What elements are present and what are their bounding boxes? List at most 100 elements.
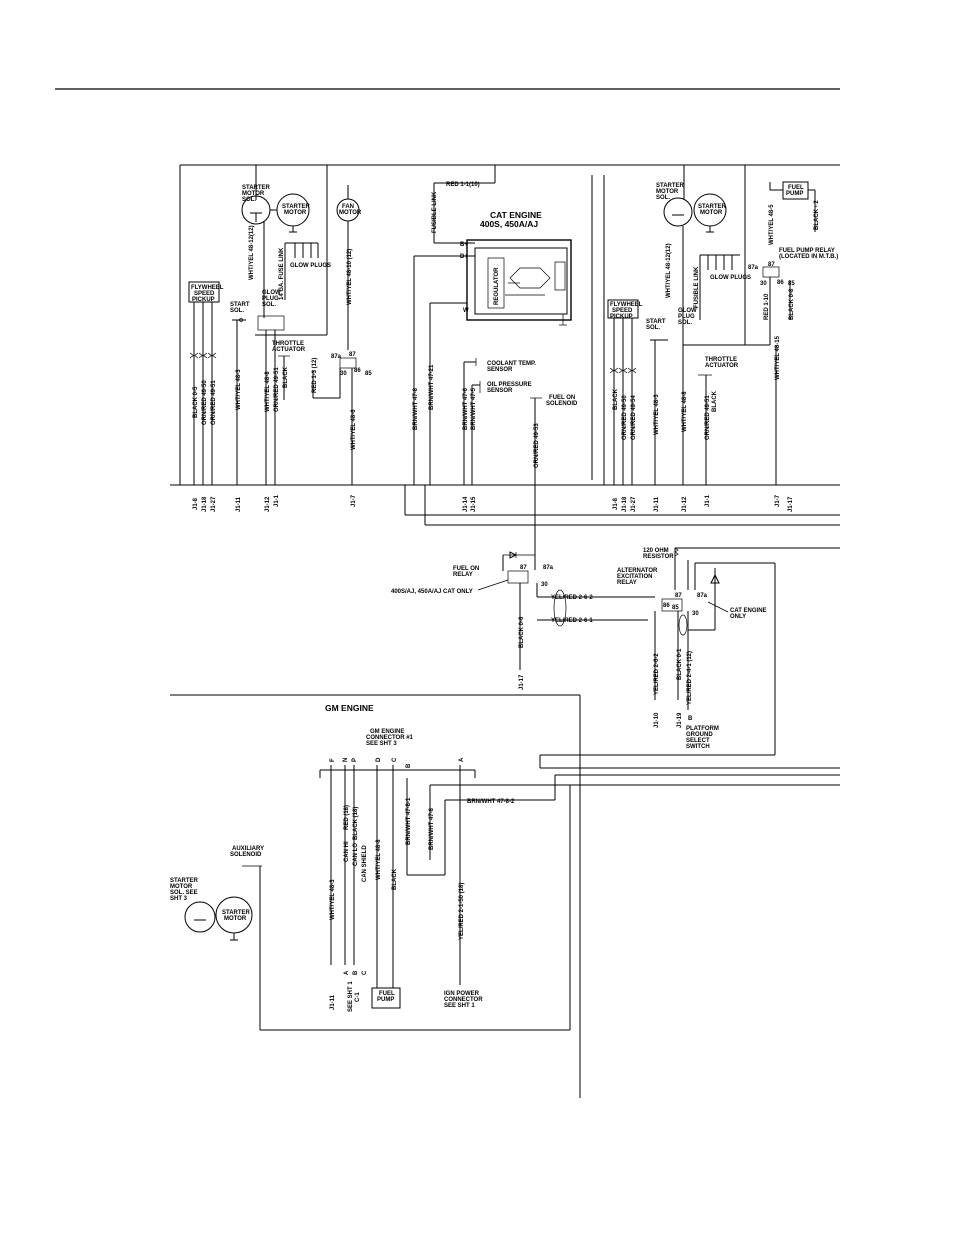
wire-48-3-left: WHT/YEL 48-3	[236, 369, 242, 410]
wire-orn-49-51b: ORN/RED 49-51	[274, 367, 280, 412]
wire-orn-49-50: ORN/RED 49-50	[202, 380, 208, 425]
yel-red-2-6-2b: YEL/RED 2-6-2	[654, 653, 660, 695]
alt-relay-pin-87a: 87a	[697, 593, 708, 599]
gm-abc-b: B	[353, 970, 359, 975]
gm-pin-p: P	[352, 758, 358, 762]
gm-black-18: BLACK (18)	[353, 807, 359, 840]
wire-48-6: WHT/YEL 48-6	[351, 409, 357, 450]
wire-black-left: BLACK	[283, 366, 289, 388]
gm-pin-a: A	[459, 757, 465, 762]
gm-wht-48-3: WHT/YEL 48-3	[330, 879, 336, 920]
relay-pin-87a-right: 87a	[748, 265, 759, 271]
brn-47-8-cat: BRN/WHT 47-8	[413, 387, 419, 430]
relay-pin-87a-left: 87a	[331, 354, 342, 360]
j-pin-right-2: J1-18	[622, 496, 628, 512]
wire-48-3-right: WHT/YEL 48-3	[654, 394, 660, 435]
fuel-relay-pin-87a: 87a	[543, 565, 554, 571]
terminal-b-platform: B	[688, 716, 693, 722]
wire-48-12-right: WHT/YEL 48-12(12)	[666, 243, 672, 298]
j-pin-cat-1: J1-14	[463, 496, 469, 512]
terminal-d-cat: D+	[460, 254, 468, 260]
fusible-link-cat: FUSIBLE LINK	[432, 191, 438, 233]
j-pin-left-7: J1-7	[351, 494, 357, 507]
gm-title: GM ENGINE	[325, 703, 374, 713]
fuel-relay-pin-30: 30	[541, 582, 548, 588]
alt-relay-pin-86: 86	[663, 603, 670, 609]
wire-48-10: WHT/YEL 48-10 (12)	[347, 249, 353, 305]
j-pin-left-3: J1-27	[211, 496, 217, 512]
gm-wht-48-8: WHT/YEL 48-8	[376, 839, 382, 880]
fuel-pump-relay-label: FUEL PUMP RELAY(LOCATED IN M.T.B.)	[779, 248, 838, 260]
alt-relay-pin-87: 87	[675, 593, 682, 599]
wire-48-8-left: WHT/YEL 48-8	[265, 371, 271, 412]
wire-black-right: BLACK	[613, 388, 619, 410]
relay-pin-87-left: 87	[349, 352, 356, 358]
gm-black: BLACK	[392, 868, 398, 890]
relay-pin-85-right: 85	[788, 281, 795, 287]
gm-pin-n: N	[343, 758, 349, 762]
alt-relay-pin-30: 30	[692, 611, 699, 617]
gm-can-hi: CAN HI	[344, 841, 350, 862]
wire-red-1-10: RED 1-10	[764, 293, 770, 320]
yel-red-2-4-1: YEL/RED 2-4-1 (12)	[687, 651, 693, 705]
coolant-sensor: COOLANT TEMP.SENSOR	[463, 358, 536, 485]
regulator-box: REGULATOR B+ D+ W	[414, 239, 572, 326]
gm-brn-47-8: BRN/WHT 47-8	[429, 807, 435, 850]
j-pin-right-3: J1-27	[631, 496, 637, 512]
j-pin-right-4: J1-11	[654, 496, 660, 512]
gm-can-lo: CAN LO	[353, 843, 359, 866]
gm-can-shield: CAN SHIELD	[362, 845, 368, 882]
orn-49-53: ORN/RED 49-53	[534, 423, 540, 468]
relay-pin-85-left: 85	[365, 371, 372, 377]
gm-yel-red-2-1-50: YEL/RED 2-1-50 (18)	[459, 883, 465, 940]
gm-brn-47-8-2: BRN/WHT 47-8-2	[467, 799, 515, 805]
brn-47-21: BRN/WHT 47-21	[429, 364, 435, 410]
wire-48-8-right: WHT/YEL 48-8	[682, 391, 688, 432]
j-pin-right-7: J1-7	[775, 494, 781, 507]
wire-48-15: WHT/YEL 48-15	[775, 335, 781, 380]
relay-pin-87-right: 87	[768, 262, 775, 268]
j-pin-right-6: J1-1	[705, 494, 711, 507]
fuel-relay-pin-87: 87	[520, 565, 527, 571]
j1-17-mid: J1-17	[519, 674, 525, 690]
j1-10: J1-10	[654, 712, 660, 728]
brn-47-6: BRN/WHT 47-6	[463, 387, 469, 430]
gm-pin-c: C	[392, 757, 398, 762]
wire-red-1-3: RED 1-3 (12)	[312, 358, 318, 393]
wire-orn-49-51-right: ORN/RED 49-51	[705, 395, 711, 440]
j-pin-left-5: J1-12	[265, 496, 271, 512]
gm-abc-a: A	[344, 970, 350, 975]
